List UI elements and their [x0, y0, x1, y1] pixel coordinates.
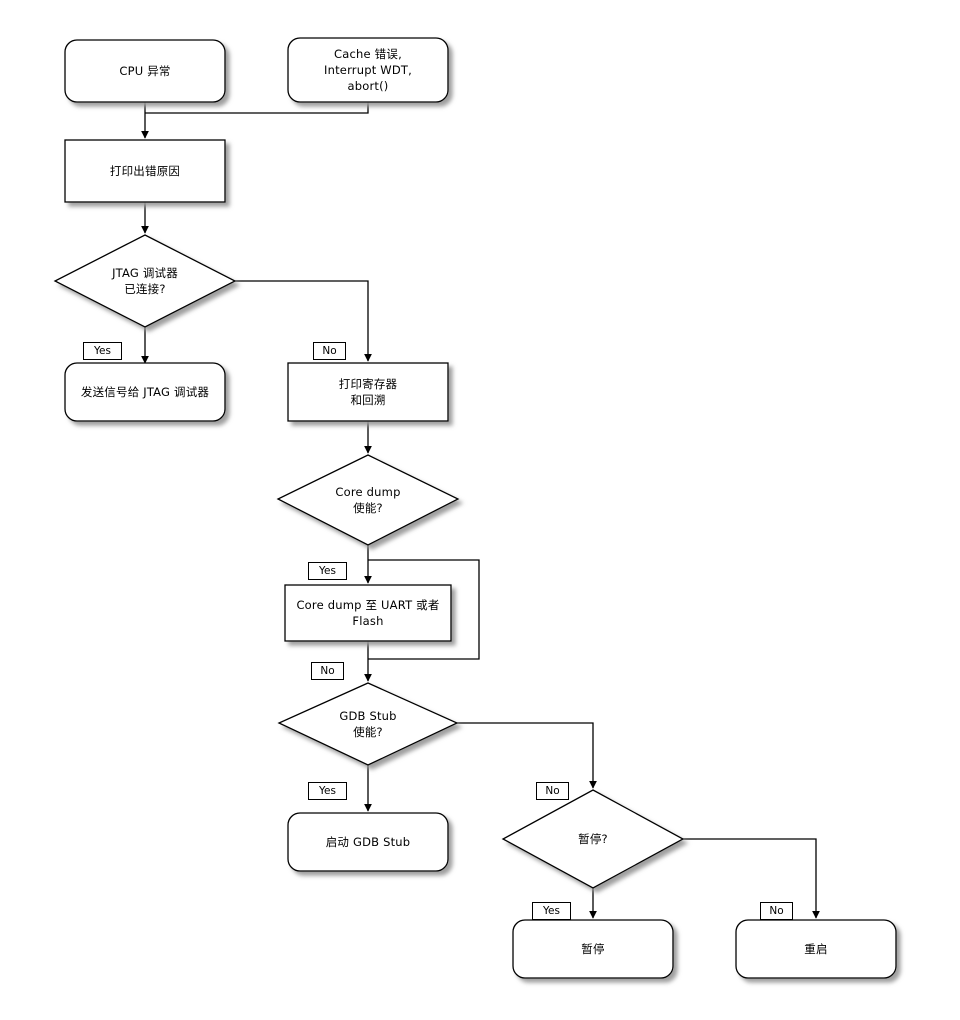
edge-jtag-no — [235, 280, 372, 362]
node-shape-coredump-write — [284, 584, 452, 642]
edge-label-jtag-no: No — [313, 342, 346, 360]
edge-label-gdbstub-no: No — [536, 782, 569, 800]
node-shape-cpu-exception — [64, 39, 226, 103]
edge-label-coredump-yes: Yes — [308, 562, 347, 580]
edge-coredump-no-bypass — [368, 559, 480, 660]
node-shape-gdbstub-enabled — [277, 682, 459, 766]
node-shape-pause-decision — [501, 789, 685, 889]
node-shape-jtag-connected — [53, 234, 237, 328]
edge-label-jtag-yes: Yes — [83, 342, 122, 360]
node-shape-print-reason — [64, 139, 226, 203]
edge-label-coredump-no: No — [311, 662, 344, 680]
node-shape-reboot — [735, 919, 897, 979]
node-shape-pause — [512, 919, 674, 979]
node-shape-print-registers — [287, 362, 449, 422]
node-shape-cache-error — [287, 37, 449, 103]
node-shape-start-gdbstub — [287, 812, 449, 872]
edge-label-gdbstub-yes: Yes — [308, 782, 347, 800]
edge-pause-no — [683, 838, 820, 919]
edge-cache-to-print — [145, 102, 369, 114]
edge-gdbstub-no — [457, 722, 597, 789]
node-shape-coredump-enabled — [276, 454, 460, 546]
node-shape-signal-jtag — [64, 362, 226, 422]
edge-label-pause-yes: Yes — [532, 902, 571, 920]
edge-label-pause-no: No — [760, 902, 793, 920]
